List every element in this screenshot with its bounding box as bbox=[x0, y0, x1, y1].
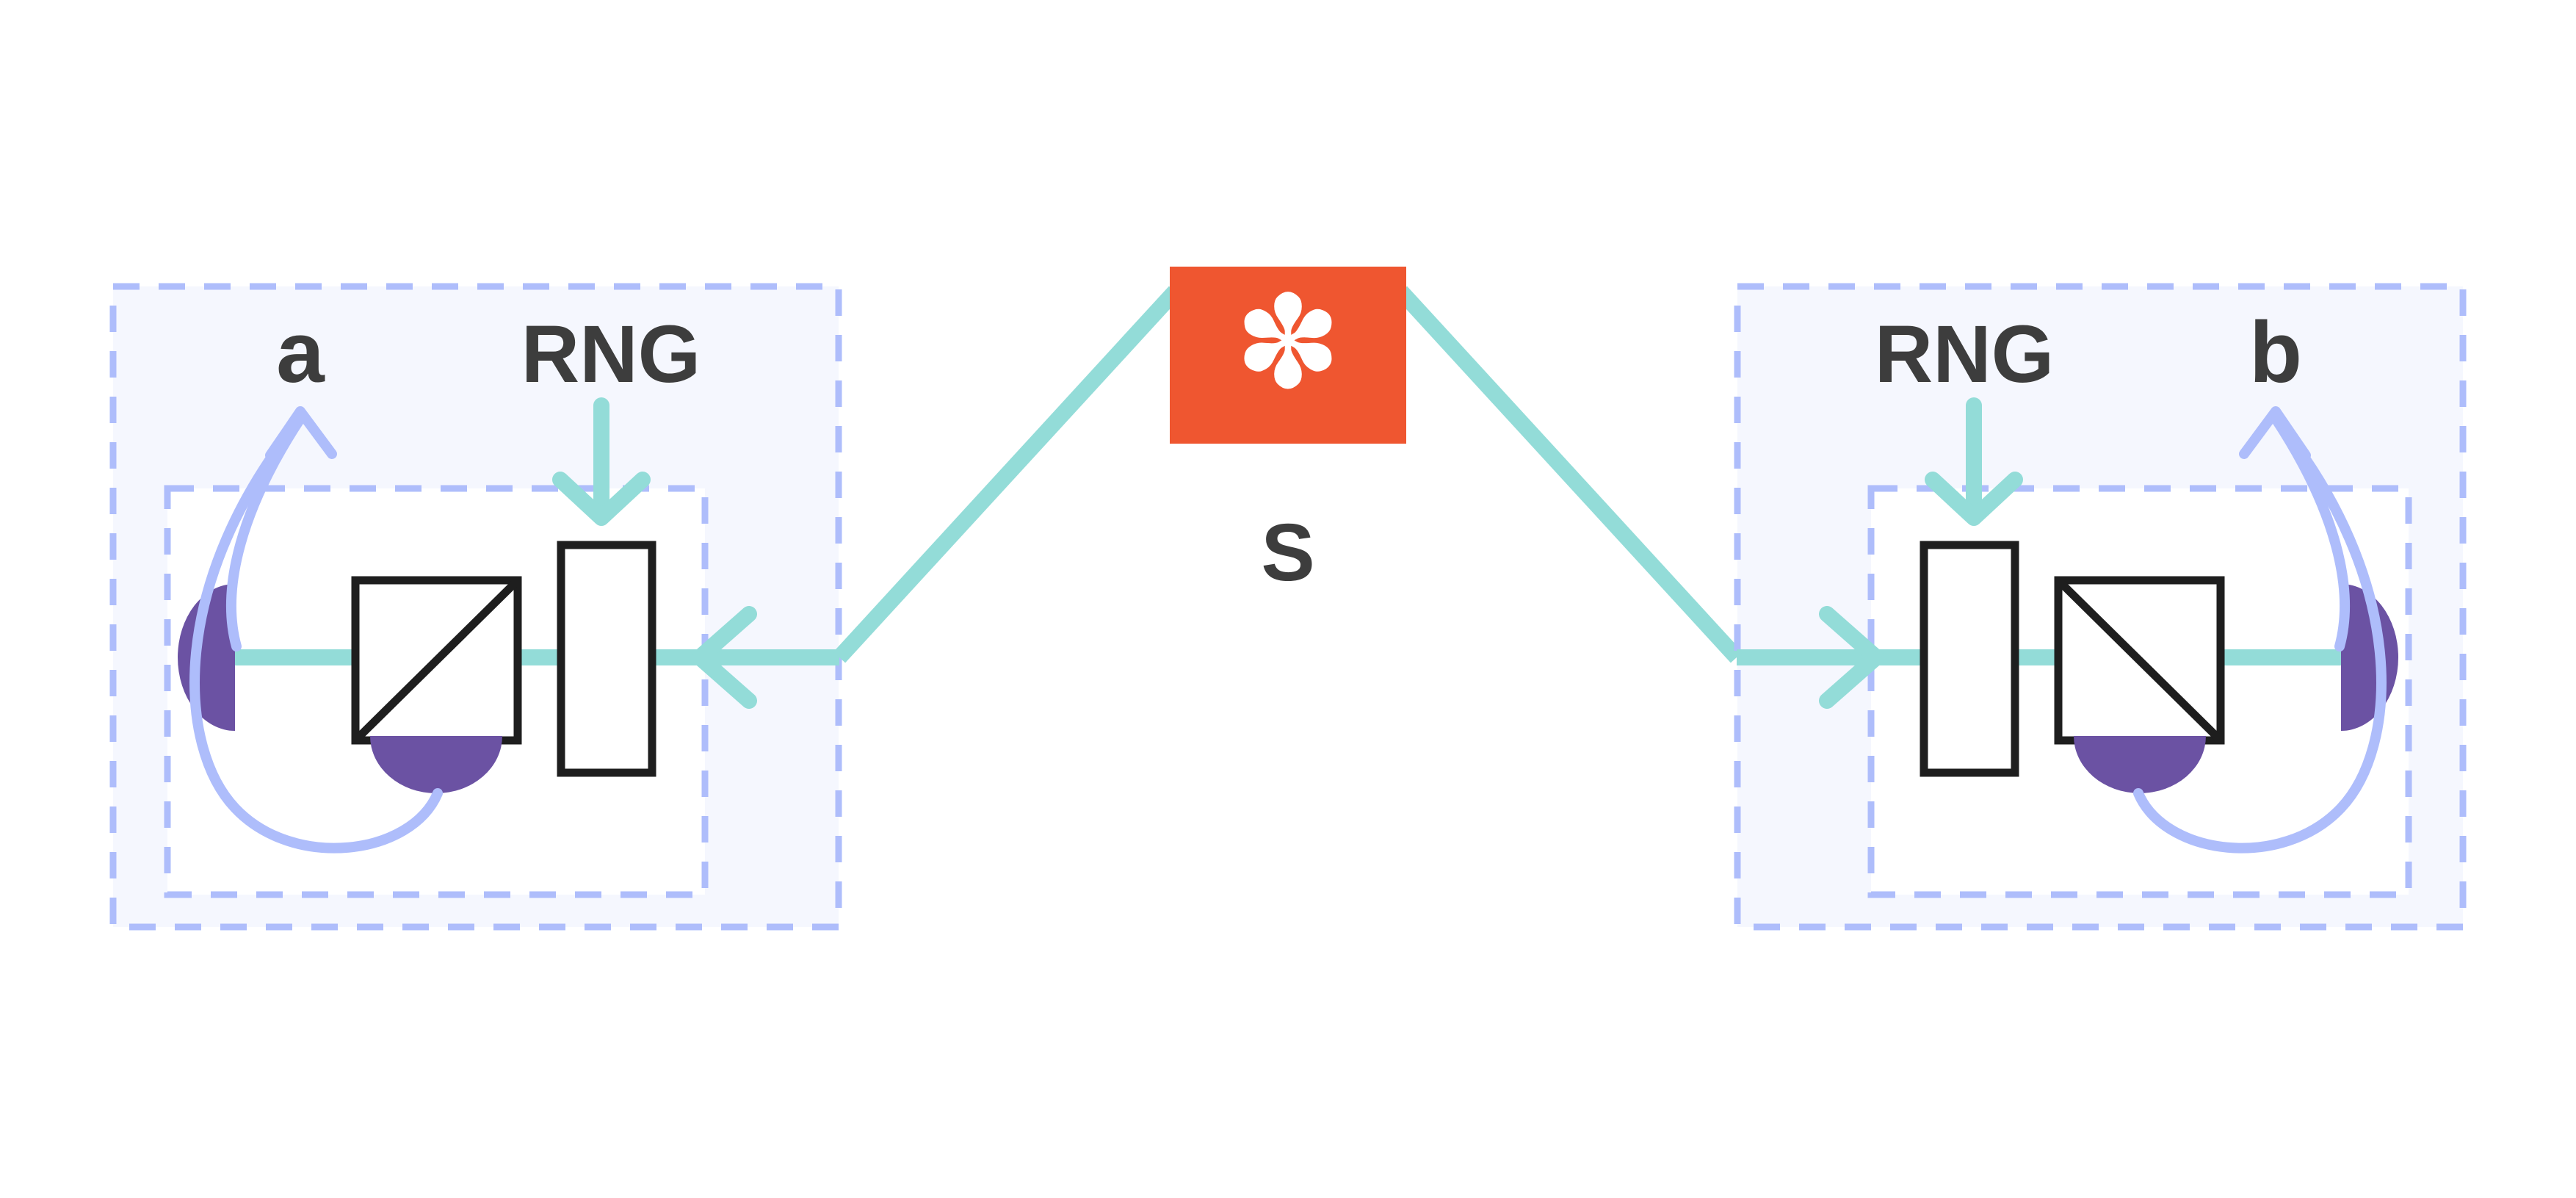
right-beam-arrowhead bbox=[1819, 606, 1884, 709]
source-label: S bbox=[1261, 508, 1314, 598]
right-station: RNG b bbox=[1734, 283, 2467, 931]
right-polarizing-beam-splitter bbox=[2054, 576, 2225, 745]
left-wire-reflected bbox=[189, 414, 443, 854]
left-outcome-label: a bbox=[276, 304, 325, 401]
right-outcome-label: b bbox=[2249, 304, 2302, 401]
right-wire-reflected bbox=[2133, 414, 2387, 854]
left-wire-transmitted bbox=[225, 414, 305, 652]
left-station: a RNG bbox=[109, 283, 842, 931]
beam-to-bob-diagonal bbox=[1394, 286, 1743, 663]
left-polarizing-beam-splitter bbox=[351, 576, 522, 745]
right-wire-transmitted bbox=[2271, 414, 2351, 652]
right-detector-reflected bbox=[2074, 736, 2206, 793]
left-rng-label: RNG bbox=[521, 309, 701, 400]
right-waveplate bbox=[1920, 541, 2019, 777]
beam-to-alice-diagonal bbox=[833, 286, 1182, 663]
entangled-photon-source: ✽ S bbox=[833, 267, 1743, 663]
right-outcome-arrowhead bbox=[2239, 406, 2311, 461]
left-beam-arrowhead bbox=[692, 606, 757, 709]
left-rng-arrow bbox=[552, 397, 651, 526]
left-outcome-arrowhead bbox=[265, 406, 337, 461]
left-detector-reflected bbox=[370, 736, 502, 793]
right-rng-arrow bbox=[1925, 397, 2023, 526]
left-waveplate bbox=[557, 541, 656, 777]
right-rng-label: RNG bbox=[1875, 309, 2054, 400]
source-sparkle-icon: ✽ bbox=[1234, 269, 1342, 418]
source-box bbox=[1170, 267, 1406, 444]
